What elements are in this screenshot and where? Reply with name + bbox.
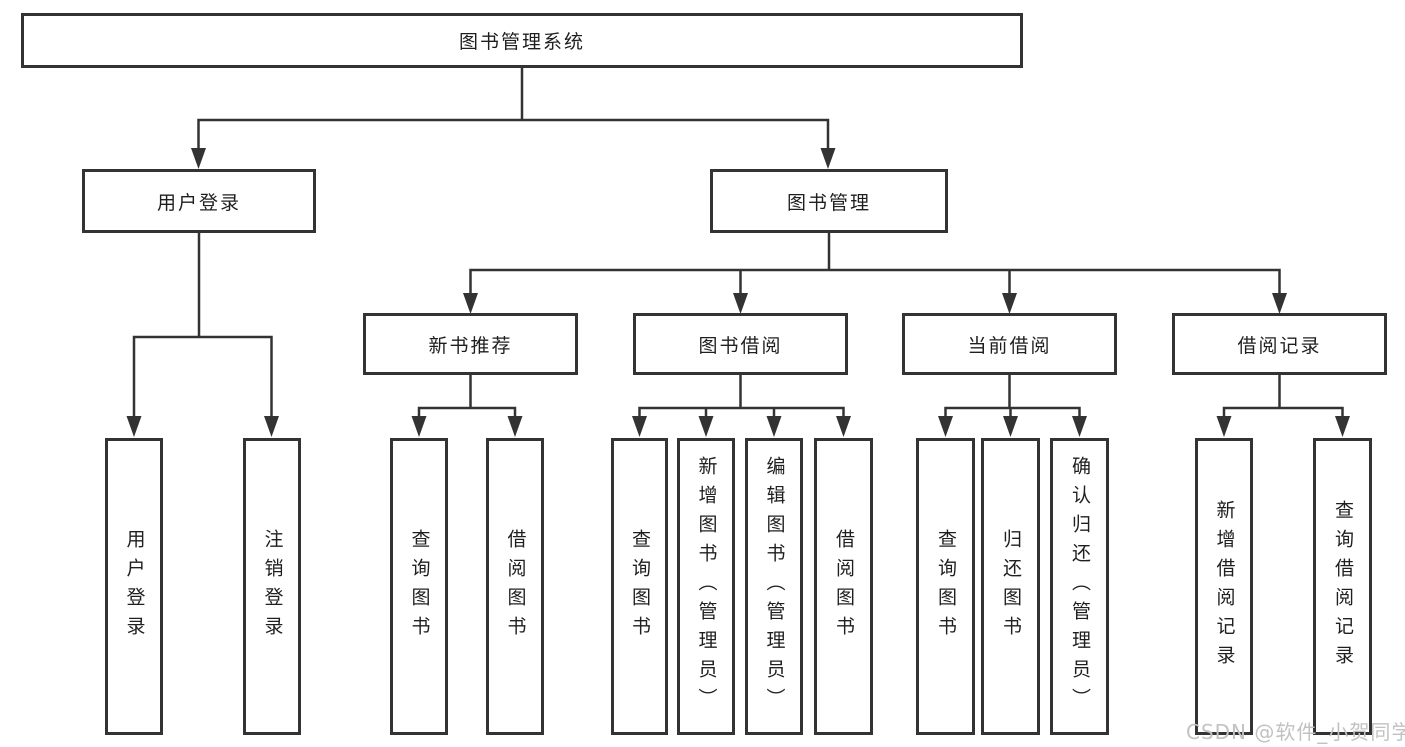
leaf-confirm-return-admin: 确认归还（管理员） [1050,438,1109,735]
leaf-add-borrow-record: 新增借阅记录 [1195,438,1253,735]
leaf-add-book-admin: 新增图书（管理员） [677,438,735,735]
leaf-borrow-books-recommend: 借阅图书 [486,438,544,735]
leaf-query-borrow-record: 查询借阅记录 [1313,438,1372,735]
node-borrow-records: 借阅记录 [1172,313,1387,375]
node-current-borrowing: 当前借阅 [902,313,1117,375]
leaf-borrow-books: 借阅图书 [814,438,873,735]
leaf-edit-book-admin: 编辑图书（管理员） [745,438,803,735]
leaf-user-login: 用户登录 [105,438,163,735]
node-book-management: 图书管理 [710,169,948,233]
leaf-query-books-recommend: 查询图书 [390,438,448,735]
node-library-system: 图书管理系统 [21,13,1023,68]
leaf-return-books: 归还图书 [981,438,1040,735]
node-user-login: 用户登录 [82,169,316,233]
leaf-query-books-borrowing: 查询图书 [611,438,668,735]
csdn-watermark: CSDN @软件_小贺同学 [1186,720,1405,744]
node-new-book-recommend: 新书推荐 [363,313,578,375]
leaf-logout: 注销登录 [243,438,301,735]
node-book-borrowing: 图书借阅 [633,313,848,375]
leaf-query-books-current: 查询图书 [916,438,975,735]
